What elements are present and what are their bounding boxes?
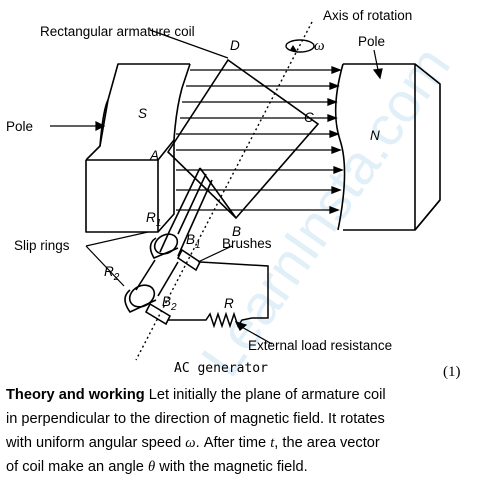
slip-ring-r2 bbox=[124, 284, 172, 326]
text-line-1-rest: Let initially the plane of armature coil bbox=[148, 387, 386, 403]
omega-label: ω bbox=[314, 38, 325, 54]
label-pointers bbox=[50, 29, 383, 345]
point-b-label: B bbox=[232, 224, 241, 239]
text-line-2: in perpendicular to the direction of mag… bbox=[6, 411, 385, 427]
r2-label: R2 bbox=[104, 264, 120, 283]
left-pole-s bbox=[85, 63, 191, 233]
time-symbol: t bbox=[270, 435, 275, 451]
right-pole-label: Pole bbox=[358, 34, 385, 49]
brush-b2 bbox=[144, 302, 172, 326]
brush-b1 bbox=[176, 248, 202, 272]
text-line-3: with uniform angular speed ω. After time… bbox=[6, 431, 476, 455]
text-line-3-post: , the area vector bbox=[274, 435, 380, 451]
slip-ring-r1 bbox=[149, 233, 202, 272]
shaft bbox=[135, 229, 187, 297]
pole-n-label: N bbox=[370, 128, 380, 143]
left-pole-label: Pole bbox=[6, 119, 33, 134]
r1-label: R1 bbox=[146, 210, 161, 229]
text-line-3-pre: with uniform angular speed bbox=[6, 435, 182, 451]
text-line-3-mid: . After time bbox=[195, 435, 267, 451]
b2-label: B2 bbox=[162, 294, 177, 313]
text-line-4: of coil make an angle θ with the magneti… bbox=[6, 455, 476, 479]
point-a-label: A bbox=[149, 148, 159, 163]
diagram-title: AC generator bbox=[174, 361, 268, 376]
armature-coil bbox=[166, 58, 320, 239]
omega-symbol: ω bbox=[185, 435, 196, 451]
right-pole-n bbox=[334, 63, 441, 231]
b1-label: B1 bbox=[186, 232, 201, 251]
body-text: Theory and working Let initially the pla… bbox=[6, 383, 476, 479]
rectangular-coil-label: Rectangular armature coil bbox=[40, 24, 195, 39]
rotation-axis bbox=[135, 21, 313, 361]
point-c-label: C bbox=[304, 110, 314, 125]
section-heading: Theory and working bbox=[6, 387, 145, 403]
text-line-1: Theory and working Let initially the pla… bbox=[6, 383, 476, 407]
resistor-label: R bbox=[224, 296, 234, 311]
point-d-label: D bbox=[230, 38, 240, 53]
rotation-arrowhead-icon bbox=[290, 45, 298, 53]
brushes-label: Brushes bbox=[222, 236, 272, 251]
theta-symbol: θ bbox=[147, 459, 156, 475]
pole-s-label: S bbox=[138, 106, 147, 121]
rotation-arrow-icon bbox=[285, 39, 315, 53]
slip-rings-label: Slip rings bbox=[14, 238, 70, 253]
text-line-4-pre: of coil make an angle bbox=[6, 459, 144, 475]
external-load-label: External load resistance bbox=[248, 338, 392, 353]
figure-number: (1) bbox=[443, 364, 461, 380]
text-line-4-post: with the magnetic field. bbox=[159, 459, 308, 475]
axis-of-rotation-label: Axis of rotation bbox=[323, 8, 412, 23]
